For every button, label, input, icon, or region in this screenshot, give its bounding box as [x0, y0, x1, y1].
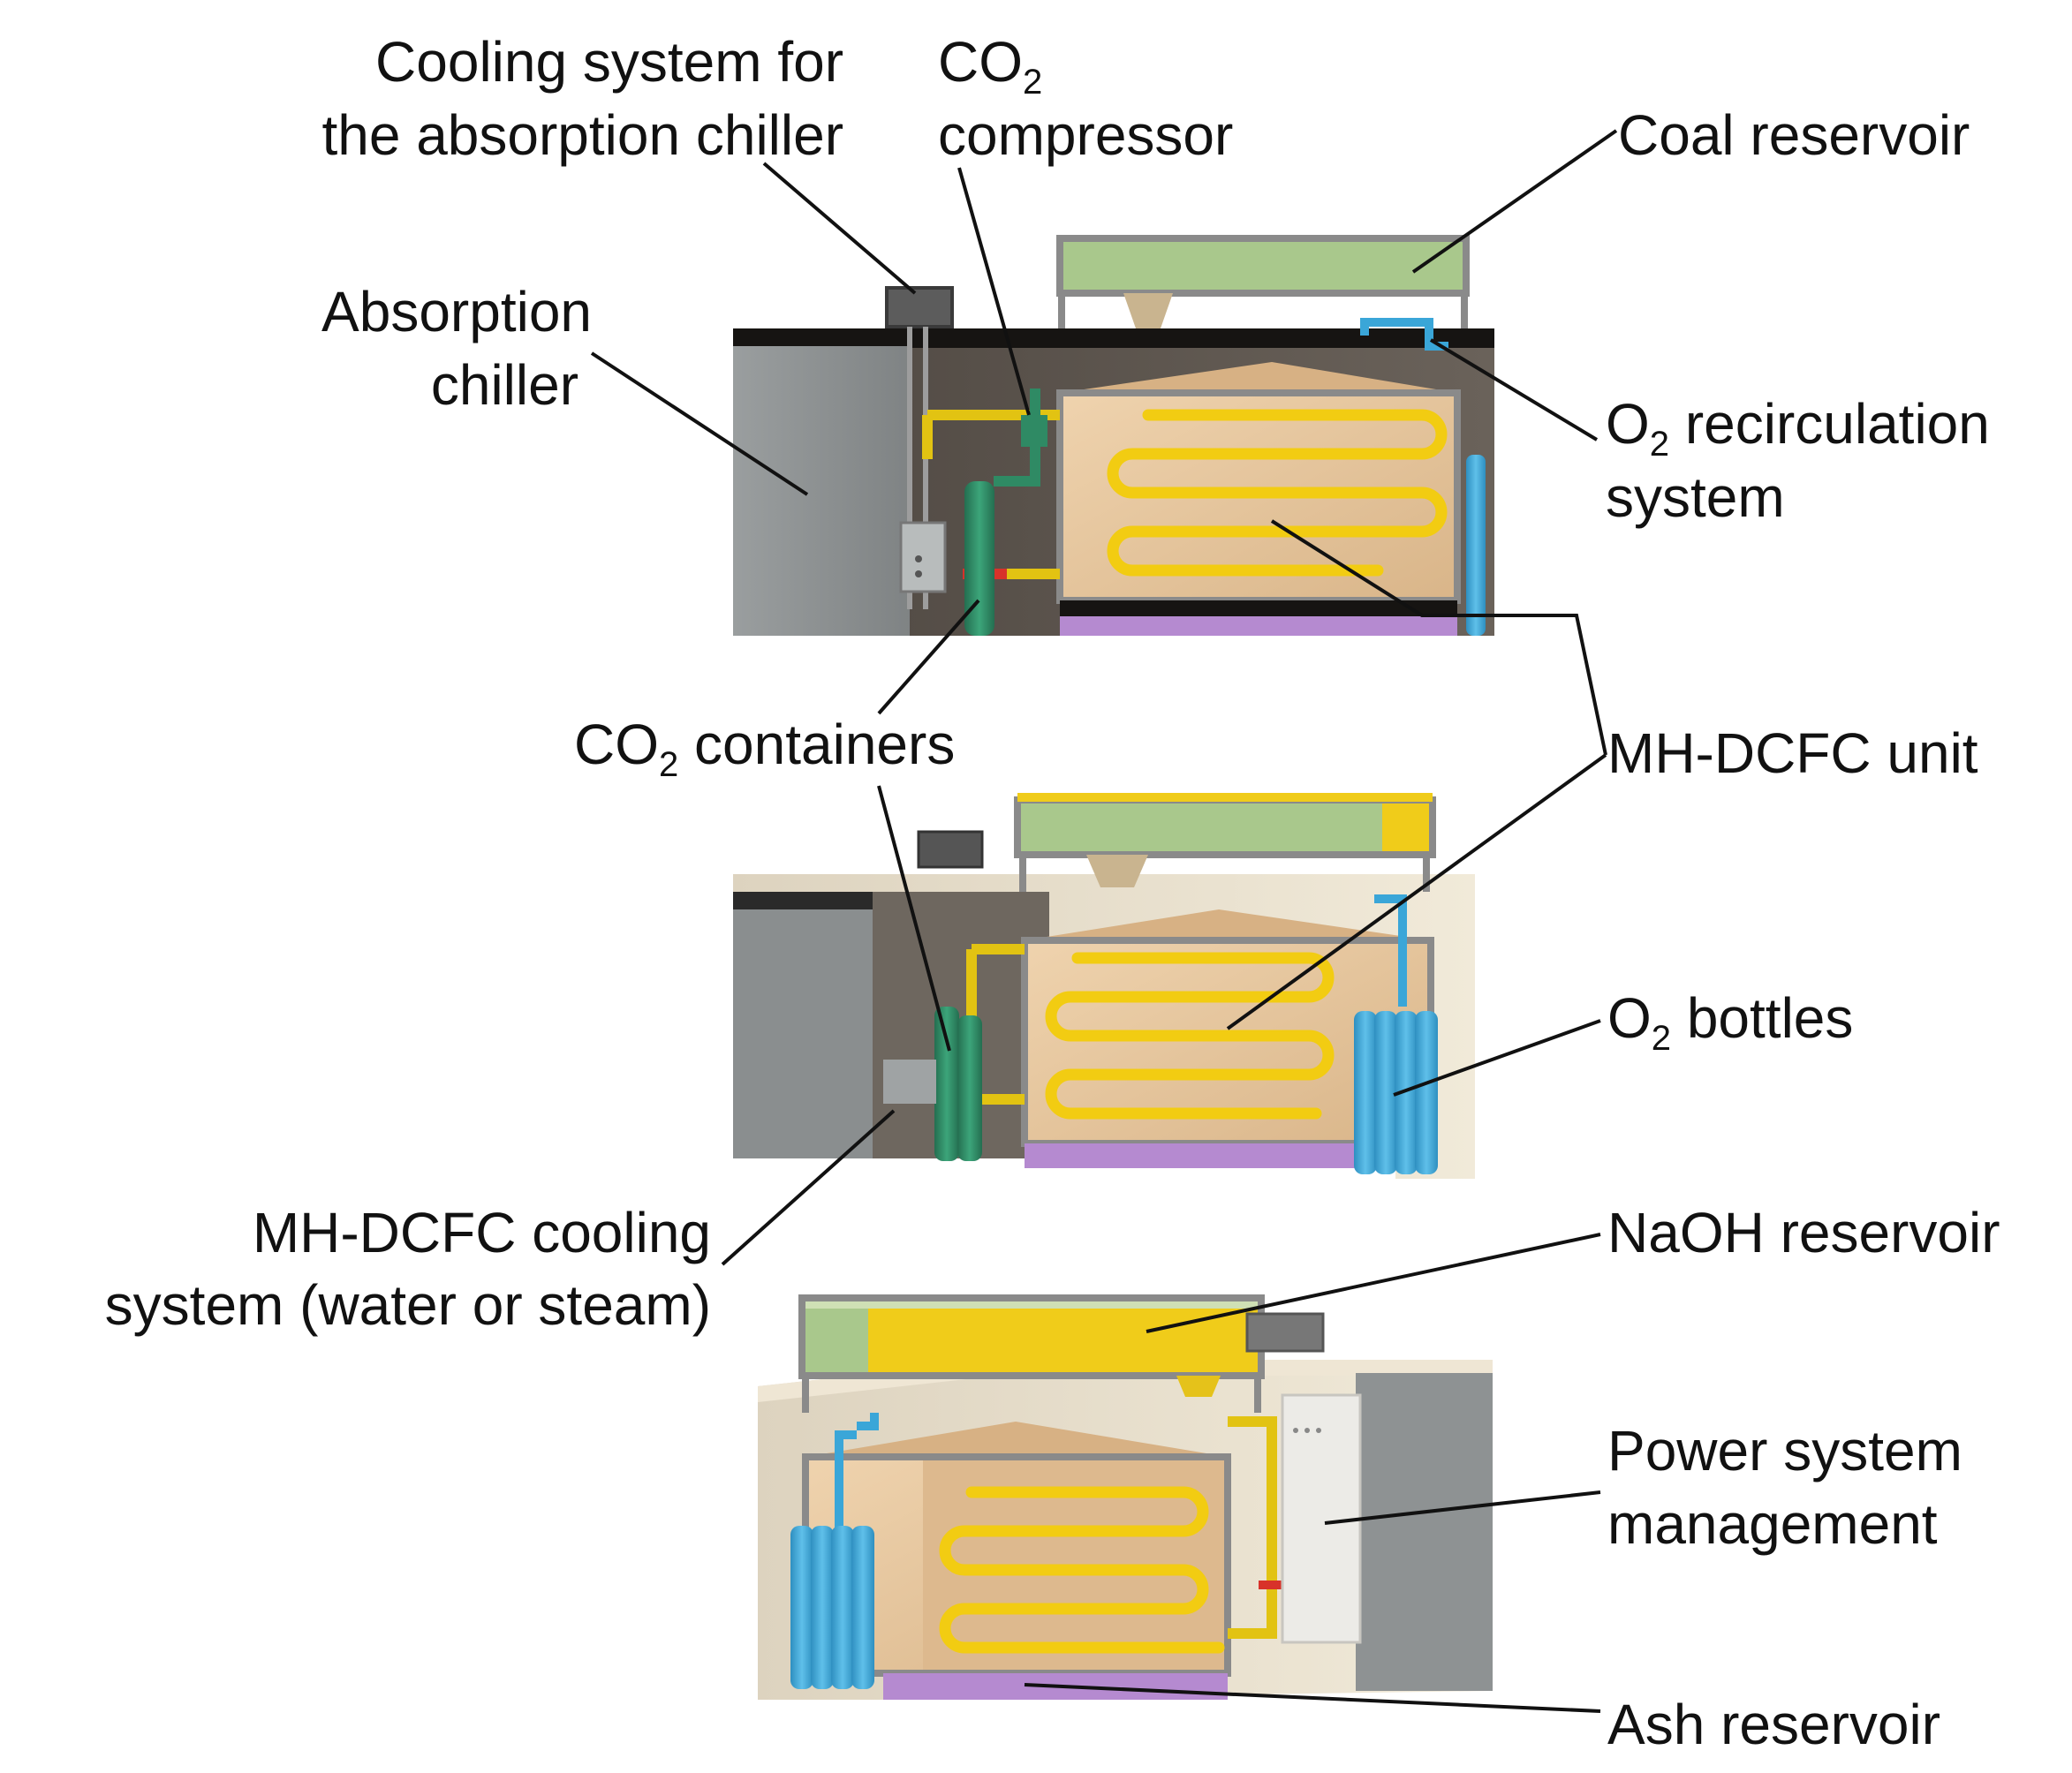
top-container-unit — [733, 235, 1494, 636]
co2-compressor — [1021, 415, 1047, 447]
labels: Cooling system for the absorption chille… — [105, 30, 2000, 1756]
label-co2-compressor-line1: CO2 — [938, 30, 1042, 102]
label-co2-compressor-line2: compressor — [938, 103, 1233, 167]
label-power-system-management-line2: management — [1607, 1492, 1938, 1556]
label-absorption-chiller-line2: chiller — [431, 353, 578, 417]
label-mh-dcfc-unit: MH-DCFC unit — [1607, 721, 1978, 785]
label-cooling-system-chiller-line2: the absorption chiller — [321, 103, 843, 167]
coal-reservoir — [1060, 238, 1466, 293]
o2-bottles-middle — [1354, 1011, 1438, 1174]
leader-lines — [590, 129, 1618, 1713]
label-o2-bottles: O2 bottles — [1607, 986, 1853, 1058]
middle-container-unit — [733, 793, 1475, 1179]
label-o2-recirculation-line1: O2 recirculation — [1606, 392, 1990, 464]
o2-bottles-bottom — [790, 1526, 874, 1689]
label-naoh-reservoir: NaOH reservoir — [1607, 1201, 2000, 1264]
label-mh-dcfc-cooling-line1: MH-DCFC cooling — [253, 1201, 711, 1264]
co2-container-top — [964, 481, 994, 636]
middle-chiller-cooling-box — [917, 830, 984, 869]
bottom-container-unit — [758, 1294, 1493, 1700]
label-co2-containers: CO2 containers — [574, 713, 955, 784]
co2-container-middle-2 — [957, 1015, 982, 1161]
label-o2-recirculation-line2: system — [1606, 465, 1785, 529]
absorption-chiller-box — [733, 346, 910, 636]
label-coal-reservoir: Coal reservoir — [1618, 103, 1970, 167]
label-ash-reservoir: Ash reservoir — [1607, 1693, 1940, 1756]
o2-recirculation-bottle — [1466, 455, 1486, 636]
label-cooling-system-chiller-line1: Cooling system for — [375, 30, 843, 94]
bottom-chiller-cooling-box — [1245, 1312, 1325, 1353]
chiller-cooling-box — [885, 286, 954, 328]
co2-container-middle-1 — [934, 1007, 959, 1161]
label-power-system-management-line1: Power system — [1607, 1419, 1962, 1483]
label-mh-dcfc-cooling-line2: system (water or steam) — [105, 1273, 711, 1337]
power-system-management-cabinet — [1281, 1393, 1362, 1644]
label-absorption-chiller-line1: Absorption — [321, 280, 592, 343]
